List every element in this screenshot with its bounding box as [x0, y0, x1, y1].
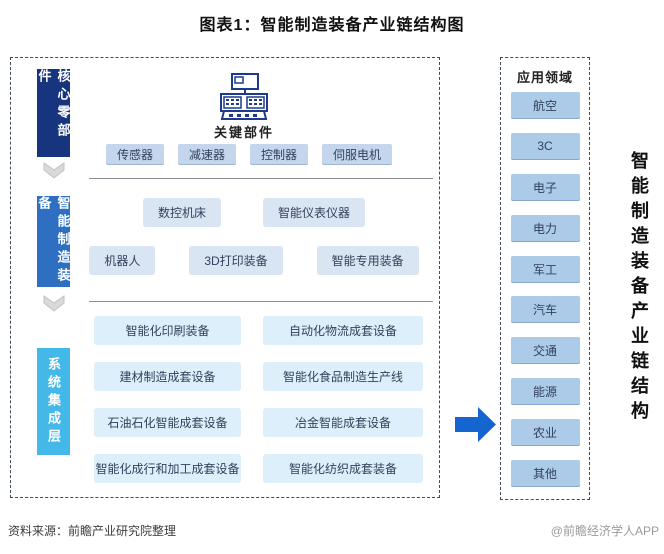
integration-box: 智能化成行和加工成套设备 [94, 454, 241, 483]
application-items: 航空 3C 电子 电力 军工 汽车 交通 能源 农业 其他 [501, 92, 589, 487]
key-parts-row: 传感器 减速器 控制器 伺服电机 [89, 144, 409, 165]
application-item: 农业 [510, 419, 580, 446]
equipment-box: 机器人 [89, 246, 156, 275]
integration-box: 智能化食品制造生产线 [263, 362, 423, 391]
application-header: 应用领域 [516, 70, 573, 85]
application-item: 3C [510, 132, 580, 160]
industry-chain-panel: 核心零部件 智能制造装备 系统集成层 [10, 57, 440, 498]
integration-grid: 智能化印刷装备 自动化物流成套设备 建材制造成套设备 智能化食品制造生产线 石油… [94, 316, 423, 483]
integration-box: 石油石化智能成套设备 [94, 408, 241, 437]
equipment-row: 机器人 3D打印装备 智能专用装备 [89, 246, 419, 275]
equipment-box: 智能专用装备 [316, 246, 419, 275]
stage-core-components: 核心零部件 [37, 69, 71, 157]
chevron-down-icon [43, 162, 65, 179]
equipment-box: 数控机床 [142, 198, 221, 227]
application-panel: 应用领域 航空 3C 电子 电力 军工 汽车 交通 能源 农业 其他 [500, 57, 590, 500]
equipment-row: 数控机床 智能仪表仪器 [89, 198, 419, 227]
credit-note: @前瞻经济学人APP [550, 524, 659, 538]
application-item: 航空 [510, 92, 580, 119]
key-part-box: 传感器 [105, 144, 164, 165]
source-note: 资料来源：前瞻产业研究院整理 [8, 524, 177, 538]
right-arrow-icon [455, 407, 496, 442]
control-panel-icon [220, 73, 268, 120]
integration-box: 建材制造成套设备 [94, 362, 241, 391]
equipment-box: 3D打印装备 [189, 246, 283, 275]
side-title: 智能制造装备产业链结构 [629, 150, 649, 426]
chain-content: 关键部件 传感器 减速器 控制器 伺服电机 数控机床 智能仪表仪器 机器人 3D… [89, 58, 433, 499]
application-item: 电子 [510, 173, 580, 201]
application-item: 其他 [510, 459, 580, 487]
integration-box: 冶金智能成套设备 [263, 408, 423, 437]
key-parts-label: 关键部件 [213, 125, 274, 140]
key-part-box: 伺服电机 [322, 144, 393, 165]
section-divider [89, 301, 433, 302]
chevron-down-icon [43, 295, 65, 312]
stage-system-integration: 系统集成层 [37, 348, 70, 455]
key-part-box: 减速器 [177, 144, 236, 165]
section-divider [89, 178, 433, 179]
equipment-box: 智能仪表仪器 [263, 198, 366, 227]
application-item: 交通 [510, 337, 580, 365]
application-item: 电力 [510, 214, 580, 242]
application-item: 军工 [510, 255, 580, 283]
figure-title: 图表1：智能制造装备产业链结构图 [199, 17, 465, 34]
application-item: 能源 [510, 378, 580, 406]
integration-box: 自动化物流成套设备 [263, 316, 423, 345]
integration-box: 智能化纺织成套装备 [263, 454, 423, 483]
integration-box: 智能化印刷装备 [94, 316, 241, 345]
key-part-box: 控制器 [250, 144, 309, 165]
application-item: 汽车 [510, 296, 580, 324]
stage-smart-manufacturing-equipment: 智能制造装备 [36, 196, 71, 287]
